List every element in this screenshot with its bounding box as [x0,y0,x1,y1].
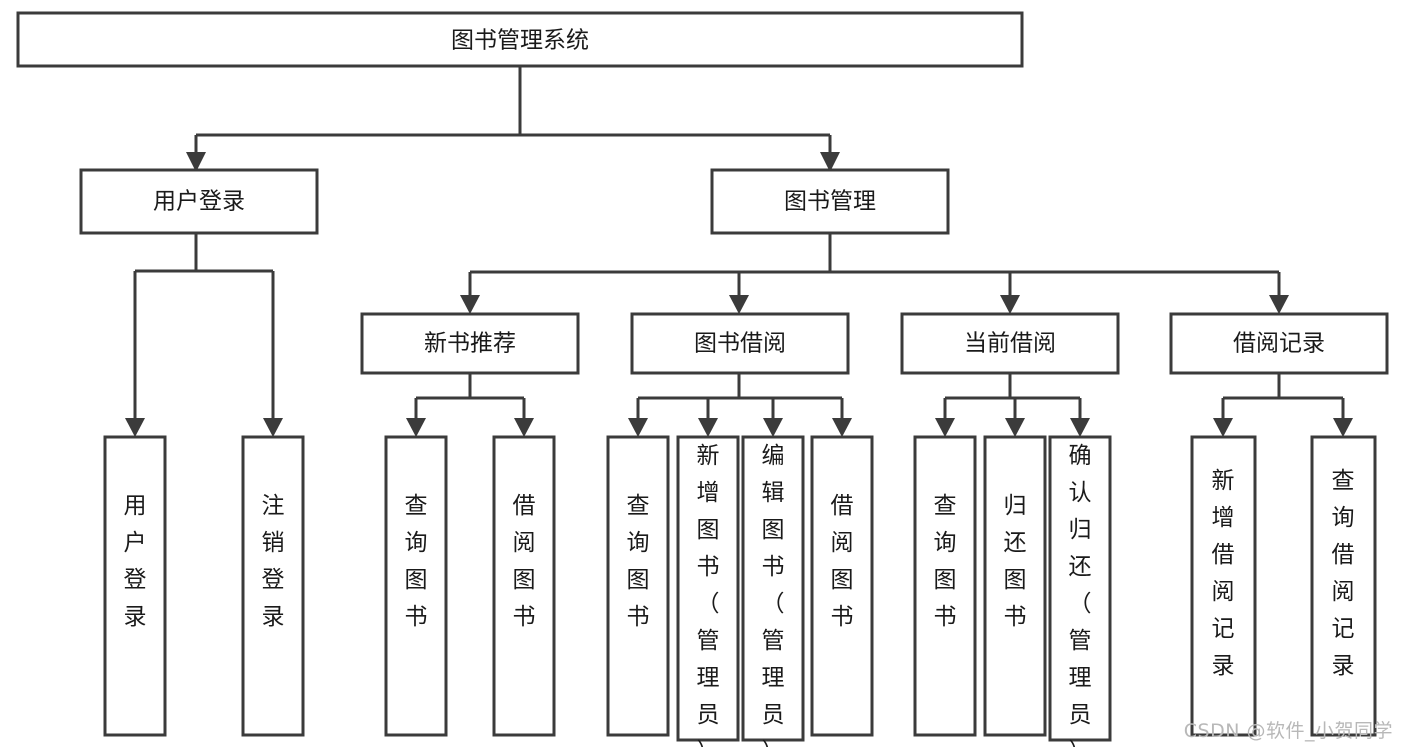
node-root-system-box[interactable] [16,11,1024,68]
node-leaf-edit-book-box[interactable] [741,435,805,742]
arrow-head-leaf-edit-book [763,418,783,437]
node-leaf-query-book-recommend-box[interactable] [384,435,448,737]
arrow-head-current-borrow [1000,295,1020,314]
node-leaf-user-login-label: 用户登录 [124,493,147,630]
node-leaf-return-book[interactable]: 归还图书 [983,435,1047,737]
node-leaf-logout[interactable]: 注销登录 [241,435,305,737]
node-leaf-confirm-return[interactable]: 确认归还（管理员） [1048,435,1112,747]
node-book-management[interactable]: 图书管理 [710,168,950,235]
node-leaf-query-book-current[interactable]: 查询图书 [913,435,977,737]
node-leaf-query-book-borrow[interactable]: 查询图书 [606,435,670,737]
node-leaf-return-book-label: 归还图书 [1004,493,1027,630]
arrow-head-leaf-query-book-1 [406,418,426,437]
node-leaf-borrow-book-recommend-box[interactable] [492,435,556,737]
arrow-head-user-login [186,152,206,172]
arrow-head-leaf-query-book-3 [935,418,955,437]
node-leaf-query-book-recommend-label: 查询图书 [405,493,428,630]
node-leaf-borrow-book-borrow-box[interactable] [810,435,874,737]
node-leaf-return-book-box[interactable] [983,435,1047,737]
node-borrow-record[interactable]: 借阅记录 [1169,312,1389,375]
arrow-head-leaf-query-record [1333,418,1353,437]
node-leaf-user-login-box[interactable] [103,435,167,737]
arrow-head-book-borrow [729,295,749,314]
node-user-login[interactable]: 用户登录 [79,168,319,235]
node-leaf-query-record[interactable]: 查询借阅记录 [1310,435,1377,737]
node-user-login-box[interactable] [79,168,319,235]
node-book-borrow[interactable]: 图书借阅 [630,312,850,375]
node-leaf-add-record[interactable]: 新增借阅记录 [1190,435,1257,737]
node-leaf-add-book-box[interactable] [676,435,740,742]
node-leaf-user-login[interactable]: 用户登录 [103,435,167,737]
node-leaf-confirm-return-box[interactable] [1048,435,1112,742]
node-leaf-query-record-label: 查询借阅记录 [1332,468,1355,679]
node-leaf-logout-box[interactable] [241,435,305,737]
connector-group-root [186,66,840,172]
node-leaf-borrow-book-recommend[interactable]: 借阅图书 [492,435,556,737]
csdn-watermark: CSDN @软件_小贺同学 [1183,720,1393,742]
connector-group-borrow-record [1213,373,1353,437]
arrow-head-leaf-return-book [1005,418,1025,437]
arrow-head-leaf-user-login [125,418,145,437]
node-borrow-record-label: 借阅记录 [1233,331,1325,357]
node-leaf-add-book-label: 新增图书（管理员） [697,443,720,747]
connector-group-book-borrow [628,373,852,437]
node-root-system[interactable]: 图书管理系统 [16,11,1024,68]
connector-group-new-book-recommend [406,373,534,437]
node-book-borrow-box[interactable] [630,312,850,375]
arrow-head-leaf-logout [263,418,283,437]
arrow-head-leaf-add-book [698,418,718,437]
arrow-head-leaf-query-book-2 [628,418,648,437]
node-root-system-label: 图书管理系统 [451,28,589,54]
node-leaf-query-book-current-label: 查询图书 [934,493,957,630]
node-current-borrow[interactable]: 当前借阅 [900,312,1120,375]
connector-group-book-mgmt [460,233,1289,314]
node-book-borrow-label: 图书借阅 [694,331,786,357]
node-leaf-edit-book[interactable]: 编辑图书（管理员） [741,435,805,747]
arrow-head-leaf-confirm-return [1070,418,1090,437]
node-new-book-recommend-label: 新书推荐 [424,331,516,357]
arrow-head-leaf-add-record [1213,418,1233,437]
node-leaf-query-book-borrow-box[interactable] [606,435,670,737]
node-leaf-add-record-box[interactable] [1190,435,1257,737]
arrow-head-leaf-borrow-book-2 [832,418,852,437]
node-leaf-query-book-current-box[interactable] [913,435,977,737]
connector-group-user-login [125,233,283,437]
node-leaf-logout-label: 注销登录 [262,493,285,630]
arrow-head-borrow-record [1269,295,1289,314]
node-leaf-add-book[interactable]: 新增图书（管理员） [676,435,740,747]
node-user-login-label: 用户登录 [153,189,245,215]
node-leaf-confirm-return-label: 确认归还（管理员） [1069,443,1092,747]
arrow-head-leaf-borrow-book-1 [514,418,534,437]
node-leaf-borrow-book-recommend-label: 借阅图书 [513,493,536,630]
node-current-borrow-box[interactable] [900,312,1120,375]
node-leaf-query-book-borrow-label: 查询图书 [627,493,650,630]
node-leaf-add-record-label: 新增借阅记录 [1212,468,1235,679]
node-new-book-recommend[interactable]: 新书推荐 [360,312,580,375]
node-leaf-borrow-book-borrow-label: 借阅图书 [831,493,854,630]
node-book-management-box[interactable] [710,168,950,235]
node-current-borrow-label: 当前借阅 [964,331,1056,357]
node-borrow-record-box[interactable] [1169,312,1389,375]
node-leaf-query-record-box[interactable] [1310,435,1377,737]
node-new-book-recommend-box[interactable] [360,312,580,375]
arrow-head-new-book [460,295,480,314]
node-book-management-label: 图书管理 [784,189,876,215]
node-leaf-edit-book-label: 编辑图书（管理员） [762,443,785,747]
node-leaf-borrow-book-borrow[interactable]: 借阅图书 [810,435,874,737]
node-leaf-query-book-recommend[interactable]: 查询图书 [384,435,448,737]
arrow-head-book-mgmt [820,152,840,172]
connector-group-current-borrow [935,373,1090,437]
